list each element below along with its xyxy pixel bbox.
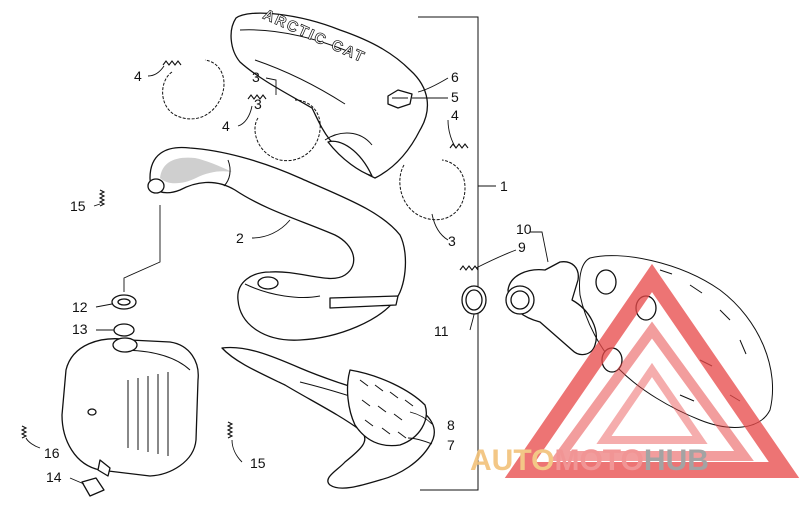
watermark-triangle-center bbox=[596, 362, 708, 444]
callout-15: 15 bbox=[70, 198, 86, 214]
watermark-logo: AUTOMOTOHUB bbox=[470, 263, 800, 478]
exhaust-pipe bbox=[123, 146, 407, 341]
watermark-hub: HUB bbox=[644, 444, 709, 477]
callout-11: 11 bbox=[434, 323, 449, 339]
engine-cylinder-head bbox=[579, 255, 774, 428]
callout-16: 16 bbox=[44, 445, 60, 461]
callout-12: 12 bbox=[72, 299, 88, 315]
gasket-ring bbox=[461, 285, 487, 315]
callout-14: 14 bbox=[46, 469, 62, 485]
muffler bbox=[61, 294, 199, 497]
callout-4: 4 bbox=[451, 107, 459, 123]
watermark-moto: MOTO bbox=[554, 444, 643, 477]
callout-3: 3 bbox=[448, 233, 456, 249]
callout-1: 1 bbox=[500, 178, 508, 194]
callout-4: 4 bbox=[134, 68, 142, 84]
heat-shield: ARCTIC CAT bbox=[230, 6, 429, 179]
watermark-triangle-inner bbox=[550, 321, 754, 461]
callout-4: 4 bbox=[222, 118, 230, 134]
watermark-auto: AUTO bbox=[470, 444, 554, 477]
insulation-pad bbox=[346, 369, 427, 447]
callout-3: 3 bbox=[254, 96, 262, 112]
callout-13: 13 bbox=[72, 321, 88, 337]
watermark-triangle-outer bbox=[504, 263, 800, 478]
callout-6: 6 bbox=[451, 69, 459, 85]
callout-10: 10 bbox=[516, 221, 532, 237]
callout-9: 9 bbox=[518, 239, 526, 255]
callout-5: 5 bbox=[451, 89, 459, 105]
exhaust-manifold bbox=[505, 261, 597, 356]
leader-lines bbox=[25, 65, 549, 485]
callout-2: 2 bbox=[236, 230, 244, 246]
callout-7: 7 bbox=[447, 437, 455, 453]
lower-heat-shield bbox=[221, 346, 435, 489]
springs bbox=[20, 60, 479, 439]
callout-15: 15 bbox=[250, 455, 266, 471]
callout-3: 3 bbox=[252, 69, 260, 85]
clamp-rings bbox=[162, 59, 466, 221]
callout-8: 8 bbox=[447, 417, 455, 433]
watermark-text: AUTOMOTOHUB bbox=[470, 444, 709, 477]
callout-labels: 1 2 3 3 3 4 4 4 5 6 7 8 9 10 11 12 13 14… bbox=[44, 68, 532, 485]
